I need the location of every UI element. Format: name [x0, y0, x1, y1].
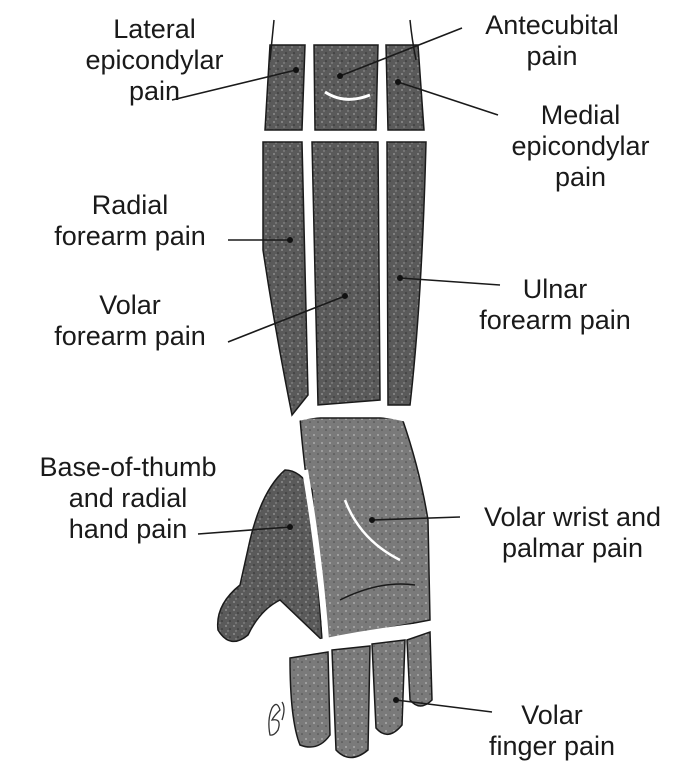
- dot-volar-forearm: [342, 293, 348, 299]
- dot-medial-epicondylar: [395, 79, 401, 85]
- medial-epicondyle-strip: [386, 45, 424, 130]
- dot-radial-forearm: [287, 237, 293, 243]
- dot-volar-finger: [393, 697, 399, 703]
- antecubital-strip: [314, 45, 378, 130]
- label-volar-wrist: Volar wrist and palmar pain: [460, 502, 685, 564]
- ulnar-forearm-strip: [387, 142, 426, 405]
- label-volar-forearm: Volar forearm pain: [30, 290, 230, 352]
- label-base-of-thumb: Base-of-thumb and radial hand pain: [8, 452, 248, 545]
- wrist-band: [295, 412, 405, 419]
- little-finger: [407, 632, 432, 706]
- dot-base-of-thumb: [287, 524, 293, 530]
- label-medial-epicondylar: Medial epicondylar pain: [498, 100, 663, 193]
- index-finger: [290, 652, 330, 747]
- dot-lateral-epicondylar: [293, 67, 299, 73]
- lateral-epicondyle-strip: [265, 45, 305, 130]
- label-radial-forearm: Radial forearm pain: [30, 190, 230, 252]
- label-volar-finger: Volar finger pain: [452, 700, 652, 762]
- label-lateral-epicondylar: Lateral epicondylar pain: [72, 14, 237, 107]
- dot-antecubital: [337, 73, 343, 79]
- illustrator-signature: [262, 690, 292, 740]
- dot-volar-wrist: [369, 517, 375, 523]
- label-ulnar-forearm: Ulnar forearm pain: [455, 274, 655, 336]
- volar-forearm-strip: [312, 142, 380, 405]
- fingers-region: [285, 625, 432, 758]
- hand-region: [218, 412, 430, 642]
- label-antecubital: Antecubital pain: [462, 10, 642, 72]
- dot-ulnar-forearm: [397, 275, 403, 281]
- middle-finger: [332, 646, 370, 758]
- radial-forearm-strip: [263, 142, 308, 415]
- ring-finger: [372, 640, 405, 734]
